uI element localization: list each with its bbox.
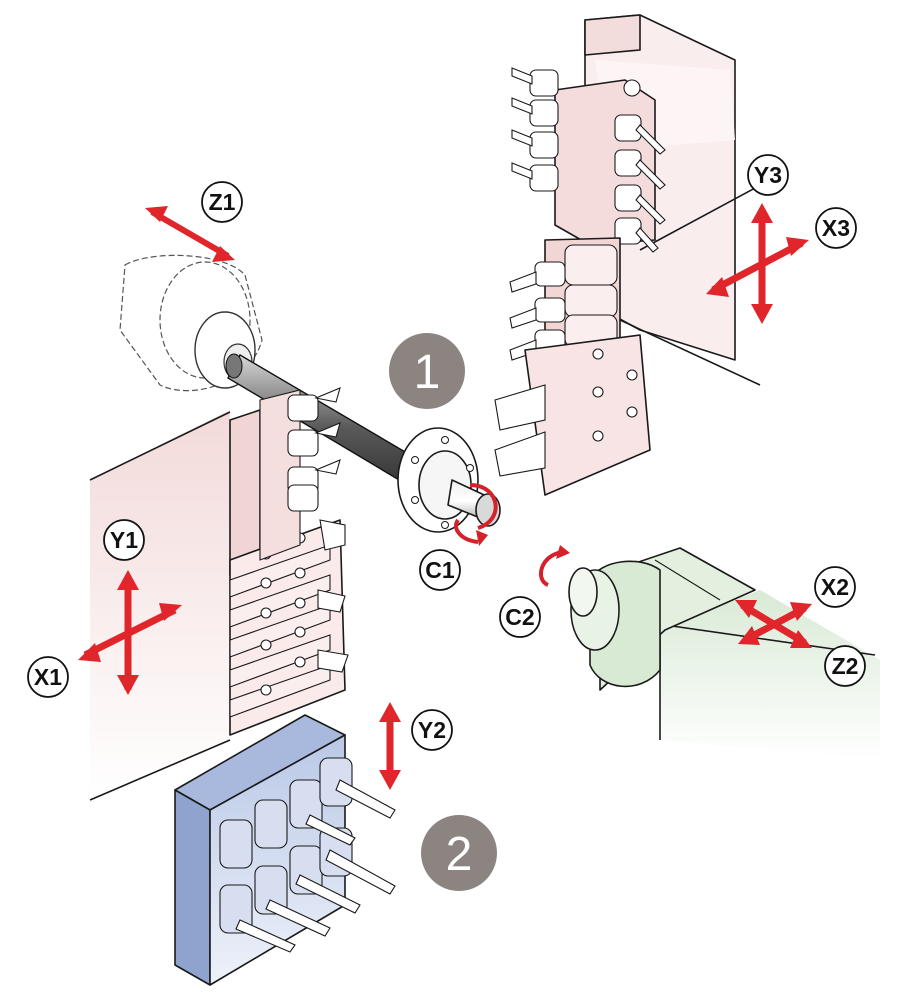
svg-text:Y3: Y3	[754, 162, 782, 188]
x2-z2-arrows	[735, 600, 812, 648]
c1-rotation-arrow	[454, 483, 498, 546]
axis-arrows	[78, 203, 812, 790]
svg-text:C1: C1	[425, 557, 455, 583]
y3-x3-arrows	[706, 203, 809, 324]
label-x3: X3	[815, 207, 857, 249]
z1-arrow	[145, 206, 235, 262]
sub-spindle	[568, 547, 880, 760]
label-z2: Z2	[824, 645, 866, 687]
svg-text:2: 2	[446, 828, 473, 881]
svg-text:1: 1	[414, 346, 441, 399]
badge-2: 2	[421, 815, 497, 891]
upper-right-turret	[494, 14, 771, 496]
svg-text:X3: X3	[822, 215, 850, 241]
y1-x1-arrows	[78, 570, 182, 695]
label-x1: X1	[27, 656, 69, 698]
label-y1: Y1	[103, 519, 145, 561]
svg-text:C2: C2	[505, 604, 534, 630]
svg-text:Y1: Y1	[110, 527, 138, 553]
svg-text:Z1: Z1	[209, 189, 236, 215]
svg-text:X1: X1	[34, 664, 62, 690]
label-c2: C2	[499, 596, 541, 638]
svg-text:Z2: Z2	[832, 653, 859, 679]
chuck-flange	[397, 427, 501, 533]
y2-arrow	[379, 702, 401, 790]
label-c1: C1	[419, 549, 461, 591]
label-y2: Y2	[411, 709, 453, 751]
svg-text:X2: X2	[821, 574, 849, 600]
lower-tool-block	[174, 714, 396, 986]
lower-left-turret	[89, 387, 349, 801]
label-x2: X2	[814, 566, 856, 608]
label-y3: Y3	[747, 154, 789, 196]
c2-rotation-arrow	[538, 545, 570, 587]
svg-text:Y2: Y2	[418, 717, 446, 743]
label-z1: Z1	[201, 181, 243, 223]
badge-1: 1	[389, 333, 465, 409]
